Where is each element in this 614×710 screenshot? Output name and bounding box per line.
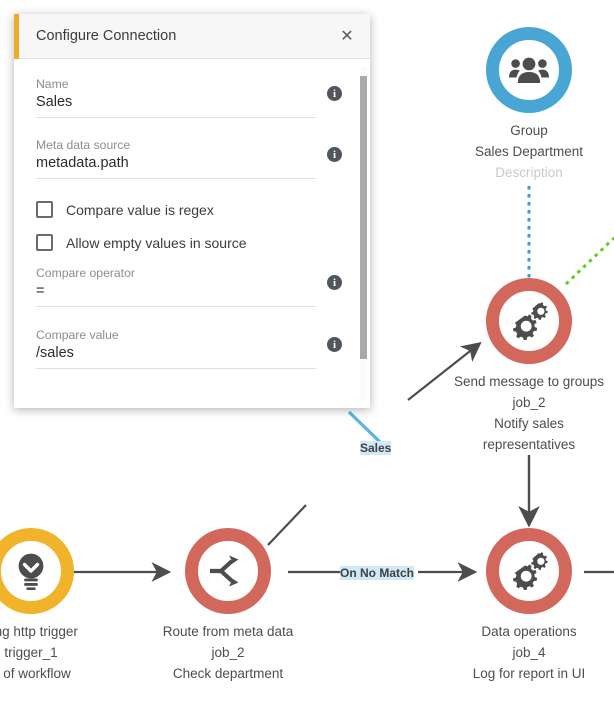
node-send-message-labels: Send message to groups job_2 Notify sale…	[454, 371, 604, 455]
node-data-operations-title: Data operations	[481, 624, 577, 639]
checkbox-allow-empty-values-in-source[interactable]	[36, 234, 53, 251]
dialog-body[interactable]: Name i Meta data source i Compare value …	[14, 60, 370, 408]
node-send-message-ring[interactable]	[486, 278, 572, 364]
node-route-ring[interactable]	[185, 528, 271, 614]
checkbox-row-allow-empty-values[interactable]: Allow empty values in source	[36, 234, 342, 251]
field-compare-operator[interactable]: Compare operator i	[36, 265, 342, 307]
people-icon	[509, 55, 549, 85]
checkbox-compare-value-is-regex[interactable]	[36, 201, 53, 218]
node-data-operations[interactable]: Data operations job_4 Log for report in …	[429, 528, 614, 684]
field-compare-operator-label: Compare operator	[36, 266, 135, 280]
field-name-underline	[36, 117, 316, 118]
node-route-name: job_2	[211, 645, 245, 660]
node-trigger-description: rt of workflow	[0, 666, 71, 681]
info-icon[interactable]: i	[327, 86, 342, 101]
node-route-description: Check department	[172, 666, 284, 681]
dialog-title: Configure Connection	[36, 28, 177, 44]
gears-icon	[508, 552, 550, 590]
branch-icon	[208, 554, 248, 588]
info-icon[interactable]: i	[327, 147, 342, 162]
edge-selected-sales	[347, 410, 383, 445]
node-route[interactable]: Route from meta data job_2 Check departm…	[128, 528, 328, 684]
dialog-header: Configure Connection ✕	[14, 14, 370, 59]
info-icon[interactable]: i	[327, 337, 342, 352]
node-send-message-title: Send message to groups	[453, 374, 605, 389]
node-group-ring[interactable]	[486, 27, 572, 113]
node-route-title: Route from meta data	[162, 624, 294, 639]
edge-label-sales[interactable]: Sales	[360, 441, 392, 455]
field-compare-value-input[interactable]	[36, 343, 306, 364]
node-trigger-title: ning http trigger	[0, 624, 78, 639]
edge-label-on-no-match[interactable]: On No Match	[340, 566, 414, 580]
field-meta-data-source[interactable]: Meta data source i	[36, 137, 342, 179]
dialog-accent-bar	[14, 14, 19, 59]
field-compare-value[interactable]: Compare value i	[36, 327, 342, 369]
field-name-input[interactable]	[36, 92, 306, 113]
node-route-labels: Route from meta data job_2 Check departm…	[163, 621, 294, 684]
node-group-name: Sales Department	[474, 144, 584, 159]
lightbulb-icon	[14, 552, 48, 590]
field-compare-value-label: Compare value	[36, 328, 119, 342]
checkbox-row-compare-value-is-regex[interactable]: Compare value is regex	[36, 201, 342, 218]
field-compare-value-underline	[36, 368, 316, 369]
node-send-message-name: job_2	[512, 395, 546, 410]
node-data-operations-ring[interactable]	[486, 528, 572, 614]
node-group-title: Group	[510, 123, 548, 138]
dialog-scrollbar-thumb[interactable]	[360, 76, 367, 359]
checkbox-allow-empty-values-in-source-label: Allow empty values in source	[66, 234, 247, 251]
field-meta-data-source-underline	[36, 178, 316, 179]
close-icon[interactable]: ✕	[336, 25, 358, 47]
node-data-operations-name: job_4	[512, 645, 546, 660]
node-trigger-labels: ning http trigger trigger_1 rt of workfl…	[0, 621, 78, 684]
node-trigger-ring[interactable]	[0, 528, 74, 614]
node-send-message-description: Notify sales representatives	[482, 416, 576, 452]
node-group[interactable]: Group Sales Department Description	[429, 27, 614, 183]
field-compare-operator-underline	[36, 306, 316, 307]
node-trigger-name: trigger_1	[4, 645, 58, 660]
field-name-label: Name	[36, 77, 69, 91]
info-icon[interactable]: i	[327, 275, 342, 290]
node-trigger[interactable]: ning http trigger trigger_1 rt of workfl…	[0, 528, 131, 684]
field-compare-operator-input[interactable]	[36, 281, 306, 302]
field-meta-data-source-label: Meta data source	[36, 138, 131, 152]
field-meta-data-source-input[interactable]	[36, 153, 306, 174]
checkbox-compare-value-is-regex-label: Compare value is regex	[66, 201, 214, 218]
configure-connection-dialog[interactable]: Configure Connection ✕ Name i Meta data …	[14, 14, 370, 408]
node-group-description: Description	[495, 165, 563, 180]
node-data-operations-labels: Data operations job_4 Log for report in …	[473, 621, 586, 684]
node-group-labels: Group Sales Department Description	[475, 120, 583, 183]
node-send-message[interactable]: Send message to groups job_2 Notify sale…	[429, 278, 614, 455]
gears-icon	[508, 302, 550, 340]
node-data-operations-description: Log for report in UI	[472, 666, 586, 681]
field-name[interactable]: Name i	[36, 76, 342, 118]
